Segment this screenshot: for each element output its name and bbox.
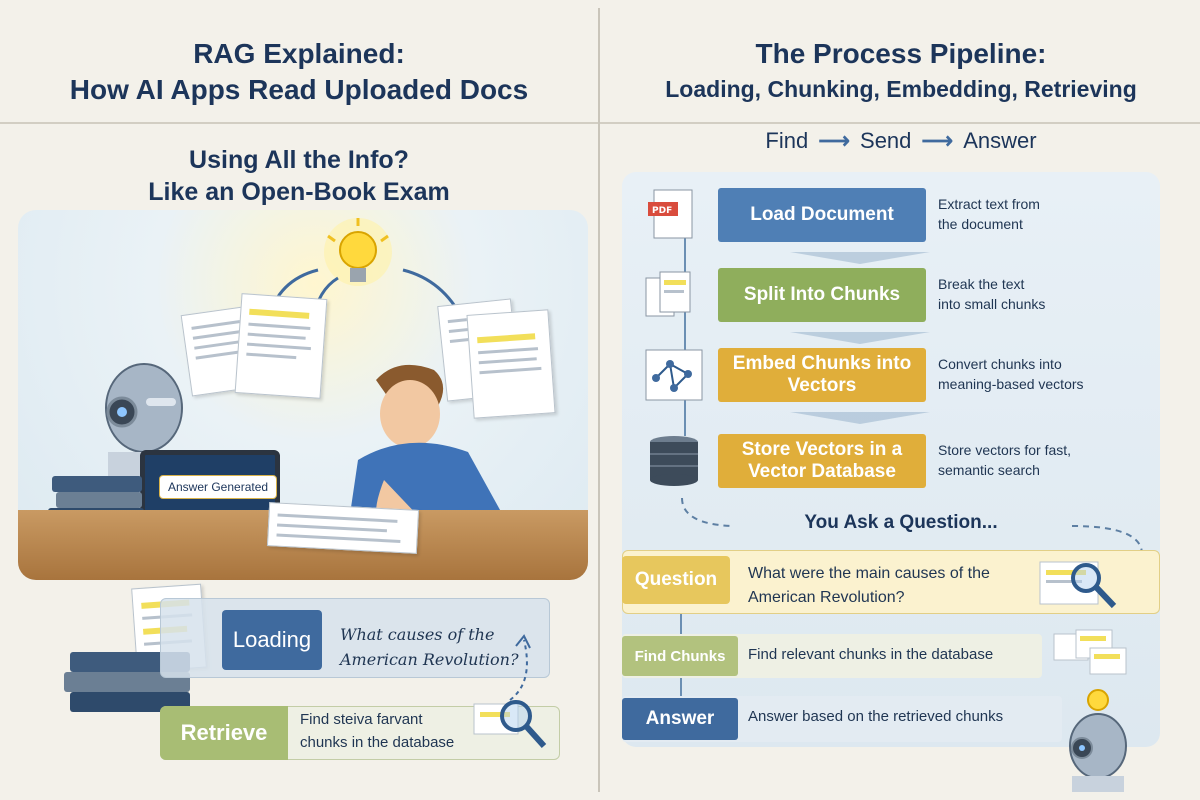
pdf-document-icon: PDF [648,189,693,239]
lightbulb-icon [324,218,392,286]
right-title-line2: Loading, Chunking, Embedding, Retrieving [665,76,1137,102]
find-chunks-chip: Find Chunks [622,636,738,676]
step-chevron [790,332,930,344]
student-illustration [348,364,510,528]
answer-chip: Answer [622,698,738,740]
retrieve-chip: Retrieve [160,706,288,760]
document-page-highlighted-left [234,293,328,399]
robot-with-lightbulb-icon [1069,689,1127,792]
magnifier-document-icon [1039,561,1117,609]
retrieve-text-line2: chunks in the database [300,734,455,751]
flow-step-answer: Answer [963,128,1037,153]
study-scene-illustration: Answer Generated [18,210,588,580]
step-description-line2: semantic search [938,462,1040,478]
step-description: Extract text from the document [938,194,1040,234]
step-description-line1: Convert chunks into [938,356,1062,372]
retrieve-text-line1: Find steiva farvant [300,711,423,728]
loading-question: What causes of the American Revolution? [340,622,519,672]
flow-step-send: Send [860,128,912,153]
question-text-line2: American Revolution? [748,589,905,606]
panel-divider [598,8,600,792]
step-load-document: PDF Load Document Extract text from the … [638,186,1158,244]
right-arrow-icon: ⟶ [818,128,850,153]
step-chevron [790,412,930,424]
find-chunks-text: Find relevant chunks in the database [748,646,994,663]
step-description: Store vectors for fast, semantic search [938,440,1071,480]
step-description-line1: Store vectors for fast, [938,442,1072,458]
left-subtitle-line1: Using All the Info? [189,146,409,174]
step-label: Load Document [718,188,926,242]
retrieve-text: Find steiva farvant chunks in the databa… [300,708,454,754]
step-description-line1: Break the text [938,276,1025,292]
flow-sequence: Find ⟶ Send ⟶ Answer [602,128,1200,154]
right-arrow-icon: ⟶ [921,128,954,153]
step-label: Store Vectors in a Vector Database [718,434,926,488]
step-label: Embed Chunks into Vectors [718,348,926,402]
step-description-line2: the document [938,216,1023,232]
question-text: What were the main causes of the America… [748,562,990,610]
question-text-line1: What were the main causes of the [748,565,990,582]
loading-chip: Loading [222,610,322,670]
book-stack-left [52,476,142,492]
step-store-vectors: Store Vectors in a Vector Database Store… [638,432,1158,490]
dashed-return-arrow-icon [509,634,531,701]
stacked-pages-icon [645,271,691,317]
pipeline-connector-bottom [680,614,682,634]
step-description-line2: meaning-based vectors [938,376,1084,392]
step-split-chunks: Split Into Chunks Break the text into sm… [638,266,1158,324]
pipeline-connector [684,236,686,436]
step-label: Split Into Chunks [718,268,926,322]
database-icon [650,436,698,486]
loading-question-line2: American Revolution? [340,650,519,669]
ask-question-heading: You Ask a Question... [804,512,998,533]
svg-text:PDF: PDF [652,206,672,216]
notebook-open [266,502,420,554]
answer-text: Answer based on the retrieved chunks [748,708,1004,725]
loading-question-line1: What causes of the [340,625,495,644]
book-stack-left-2 [56,492,142,508]
step-description: Break the text into small chunks [938,274,1045,314]
step-description-line2: into small chunks [938,296,1046,312]
left-subtitle-line2: Like an Open-Book Exam [148,178,450,206]
vector-graph-icon [645,349,703,401]
question-chip: Question [622,556,730,604]
step-chevron [790,252,930,264]
left-panel: RAG Explained: How AI Apps Read Uploaded… [0,0,598,800]
right-title-line1: The Process Pipeline: [755,38,1047,69]
left-title-line2: How AI Apps Read Uploaded Docs [69,74,529,105]
pipeline-connector-bottom-2 [680,678,682,696]
header-divider [0,122,1200,124]
flow-step-find: Find [765,128,809,153]
book-stack-bottom-3 [70,692,190,712]
magnifier-icon [473,700,547,749]
book-stack-bottom-2 [64,672,190,692]
step-description-line1: Extract text from [938,196,1040,212]
right-panel: The Process Pipeline: Loading, Chunking,… [602,0,1200,800]
answer-generated-label: Answer Generated [159,475,278,499]
step-description: Convert chunks into meaning-based vector… [938,354,1084,394]
step-embed-vectors: Embed Chunks into Vectors Convert chunks… [638,346,1158,404]
left-title-line1: RAG Explained: [193,38,405,69]
document-cards-icon [1053,629,1127,675]
